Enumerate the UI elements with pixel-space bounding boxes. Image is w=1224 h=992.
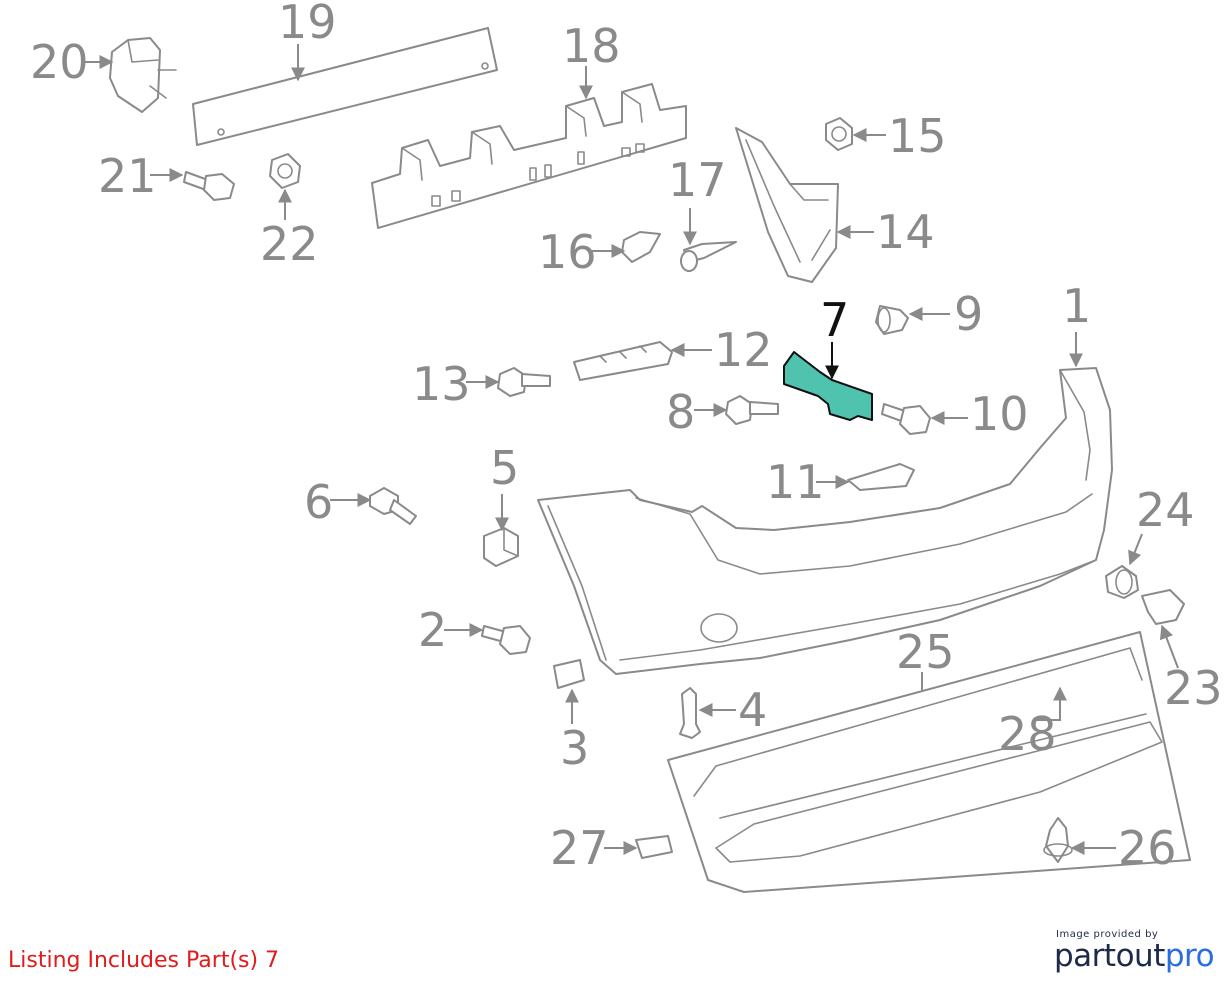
callout-9: 9 xyxy=(954,287,983,341)
callout-13: 13 xyxy=(412,357,471,411)
part-14-side-bracket xyxy=(735,127,839,283)
callout-14: 14 xyxy=(876,205,935,259)
image-credit-caption: Image provided by xyxy=(1056,929,1159,940)
part-9-retainer xyxy=(875,305,909,335)
part-22-nut xyxy=(269,153,301,189)
callout-22: 22 xyxy=(260,217,319,271)
callout-20: 20 xyxy=(30,35,89,89)
callout-19: 19 xyxy=(278,0,337,49)
brand-part: partout xyxy=(1054,938,1165,974)
callout-5: 5 xyxy=(490,441,519,495)
part-19-reinforcement-bar xyxy=(192,27,498,146)
callout-25: 25 xyxy=(896,625,955,679)
callout-2: 2 xyxy=(418,603,447,657)
part-13-bolt xyxy=(497,367,551,397)
part-18-absorber xyxy=(371,83,687,229)
callout-28: 28 xyxy=(998,707,1057,761)
part-26-push-clip xyxy=(1043,817,1073,863)
callout-16: 16 xyxy=(538,225,597,279)
brand-pro: pro xyxy=(1164,938,1215,974)
part-20-bracket xyxy=(109,37,177,113)
callout-1: 1 xyxy=(1062,279,1091,333)
part-11-plate xyxy=(847,463,915,491)
callout-7: 7 xyxy=(820,293,849,347)
callout-24: 24 xyxy=(1136,483,1195,537)
callout-10: 10 xyxy=(970,387,1029,441)
part-8-bolt xyxy=(725,395,779,425)
part-23-cap xyxy=(1141,589,1185,625)
part-1-bumper-cover xyxy=(537,367,1113,675)
part-7-highlighted-bracket xyxy=(783,351,873,421)
part-6-bolt xyxy=(369,487,417,525)
callout-labels: 19 20 18 21 22 15 14 17 16 9 7 1 12 13 8… xyxy=(30,0,1223,875)
part-16-clip xyxy=(621,231,661,263)
part-5-clip xyxy=(483,527,519,567)
callout-17: 17 xyxy=(668,153,727,207)
partoutpro-logo: partoutpro xyxy=(1054,938,1215,974)
part-4-push-pin xyxy=(679,687,701,739)
callout-8: 8 xyxy=(666,385,695,439)
callout-26: 26 xyxy=(1118,821,1177,875)
callout-4: 4 xyxy=(738,683,767,737)
part-2-bolt xyxy=(481,625,531,655)
part-17-push-clip xyxy=(680,241,737,272)
callout-11: 11 xyxy=(766,455,825,509)
part-10-bolt xyxy=(881,403,931,435)
callout-15: 15 xyxy=(888,109,947,163)
callout-27: 27 xyxy=(550,821,609,875)
listing-note: Listing Includes Part(s) 7 xyxy=(8,948,280,973)
leader-lines xyxy=(82,44,1179,855)
callout-6: 6 xyxy=(304,475,333,529)
part-21-bolt xyxy=(183,171,235,201)
callout-3: 3 xyxy=(560,721,589,775)
part-27-clip xyxy=(635,835,673,859)
callout-18: 18 xyxy=(562,19,621,73)
part-12-strip xyxy=(573,341,673,381)
callout-23: 23 xyxy=(1164,661,1223,715)
callout-21: 21 xyxy=(98,149,157,203)
callout-12: 12 xyxy=(714,323,773,377)
part-15-nut xyxy=(825,117,853,151)
part-24-grommet xyxy=(1105,565,1139,599)
part-3-pad xyxy=(553,659,585,689)
